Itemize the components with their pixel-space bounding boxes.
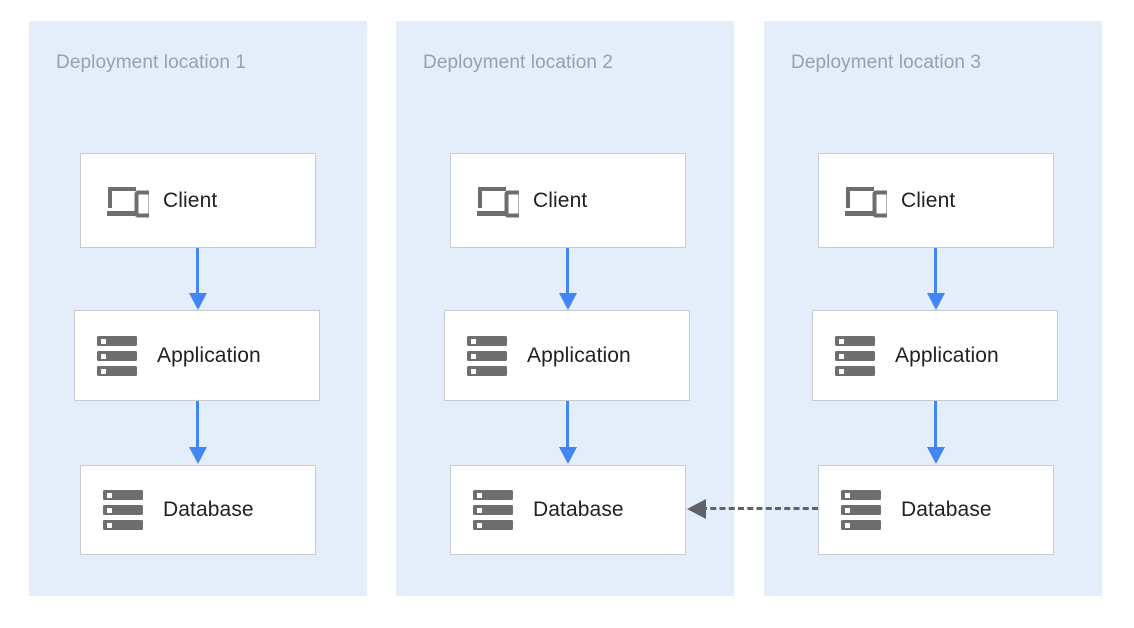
server-bar xyxy=(103,490,143,500)
server-icon xyxy=(841,490,887,530)
node-label-application-2: Application xyxy=(527,343,631,367)
server-bar xyxy=(841,490,881,500)
devices-icon xyxy=(103,181,153,221)
server-bar xyxy=(473,520,513,530)
server-icon xyxy=(97,335,143,376)
server-bar xyxy=(467,335,507,346)
node-application-1[interactable]: Application xyxy=(74,310,320,401)
node-application-3[interactable]: Application xyxy=(812,310,1058,401)
arrow-head xyxy=(189,293,207,310)
node-database-3[interactable]: Database xyxy=(818,465,1054,555)
server-bar xyxy=(467,365,507,376)
panel-title-1: Deployment location 1 xyxy=(56,52,247,73)
arrow-dashed-line xyxy=(701,507,818,510)
node-client-3[interactable]: Client xyxy=(818,153,1054,248)
server-icon xyxy=(467,335,513,376)
arrow-head xyxy=(687,499,706,519)
node-label-application-3: Application xyxy=(895,343,999,367)
arrow-client-to-application-3 xyxy=(927,248,945,310)
node-application-2[interactable]: Application xyxy=(444,310,690,401)
arrow-database3-to-database2-replication xyxy=(687,499,818,519)
arrow-shaft xyxy=(566,248,569,294)
server-icon xyxy=(835,335,881,376)
node-label-database-2: Database xyxy=(533,498,624,521)
node-label-client-2: Client xyxy=(533,188,588,212)
devices-icon xyxy=(473,181,523,221)
arrow-head xyxy=(927,447,945,464)
arrow-shaft xyxy=(196,248,199,294)
node-database-1[interactable]: Database xyxy=(80,465,316,555)
node-label-database-3: Database xyxy=(901,498,992,521)
arrow-shaft xyxy=(566,401,569,448)
node-database-2[interactable]: Database xyxy=(450,465,686,555)
arrow-application-to-database-2 xyxy=(559,401,577,465)
server-bar xyxy=(841,520,881,530)
arrow-head xyxy=(189,447,207,464)
arrow-application-to-database-1 xyxy=(189,401,207,465)
server-bar xyxy=(467,350,507,361)
node-client-1[interactable]: Client xyxy=(80,153,316,248)
arrow-shaft xyxy=(934,248,937,294)
node-label-database-1: Database xyxy=(163,498,254,521)
arrow-head xyxy=(559,447,577,464)
arrow-shaft xyxy=(196,401,199,448)
arrow-shaft xyxy=(934,401,937,448)
server-bar xyxy=(97,365,137,376)
server-icon xyxy=(103,490,149,530)
server-bar xyxy=(97,350,137,361)
node-label-client-1: Client xyxy=(163,188,218,212)
arrow-head xyxy=(927,293,945,310)
panel-title-2: Deployment location 2 xyxy=(423,52,614,73)
panel-title-3: Deployment location 3 xyxy=(791,52,982,73)
server-bar xyxy=(835,335,875,346)
server-bar xyxy=(473,490,513,500)
server-bar xyxy=(835,350,875,361)
arrow-head xyxy=(559,293,577,310)
server-bar xyxy=(473,505,513,515)
arrow-client-to-application-2 xyxy=(559,248,577,310)
server-bar xyxy=(103,520,143,530)
server-icon xyxy=(473,490,519,530)
server-bar xyxy=(841,505,881,515)
arrow-client-to-application-1 xyxy=(189,248,207,310)
node-label-client-3: Client xyxy=(901,188,956,212)
devices-icon xyxy=(841,181,891,221)
server-bar xyxy=(97,335,137,346)
server-bar xyxy=(835,365,875,376)
node-client-2[interactable]: Client xyxy=(450,153,686,248)
node-label-application-1: Application xyxy=(157,343,261,367)
arrow-application-to-database-3 xyxy=(927,401,945,465)
server-bar xyxy=(103,505,143,515)
